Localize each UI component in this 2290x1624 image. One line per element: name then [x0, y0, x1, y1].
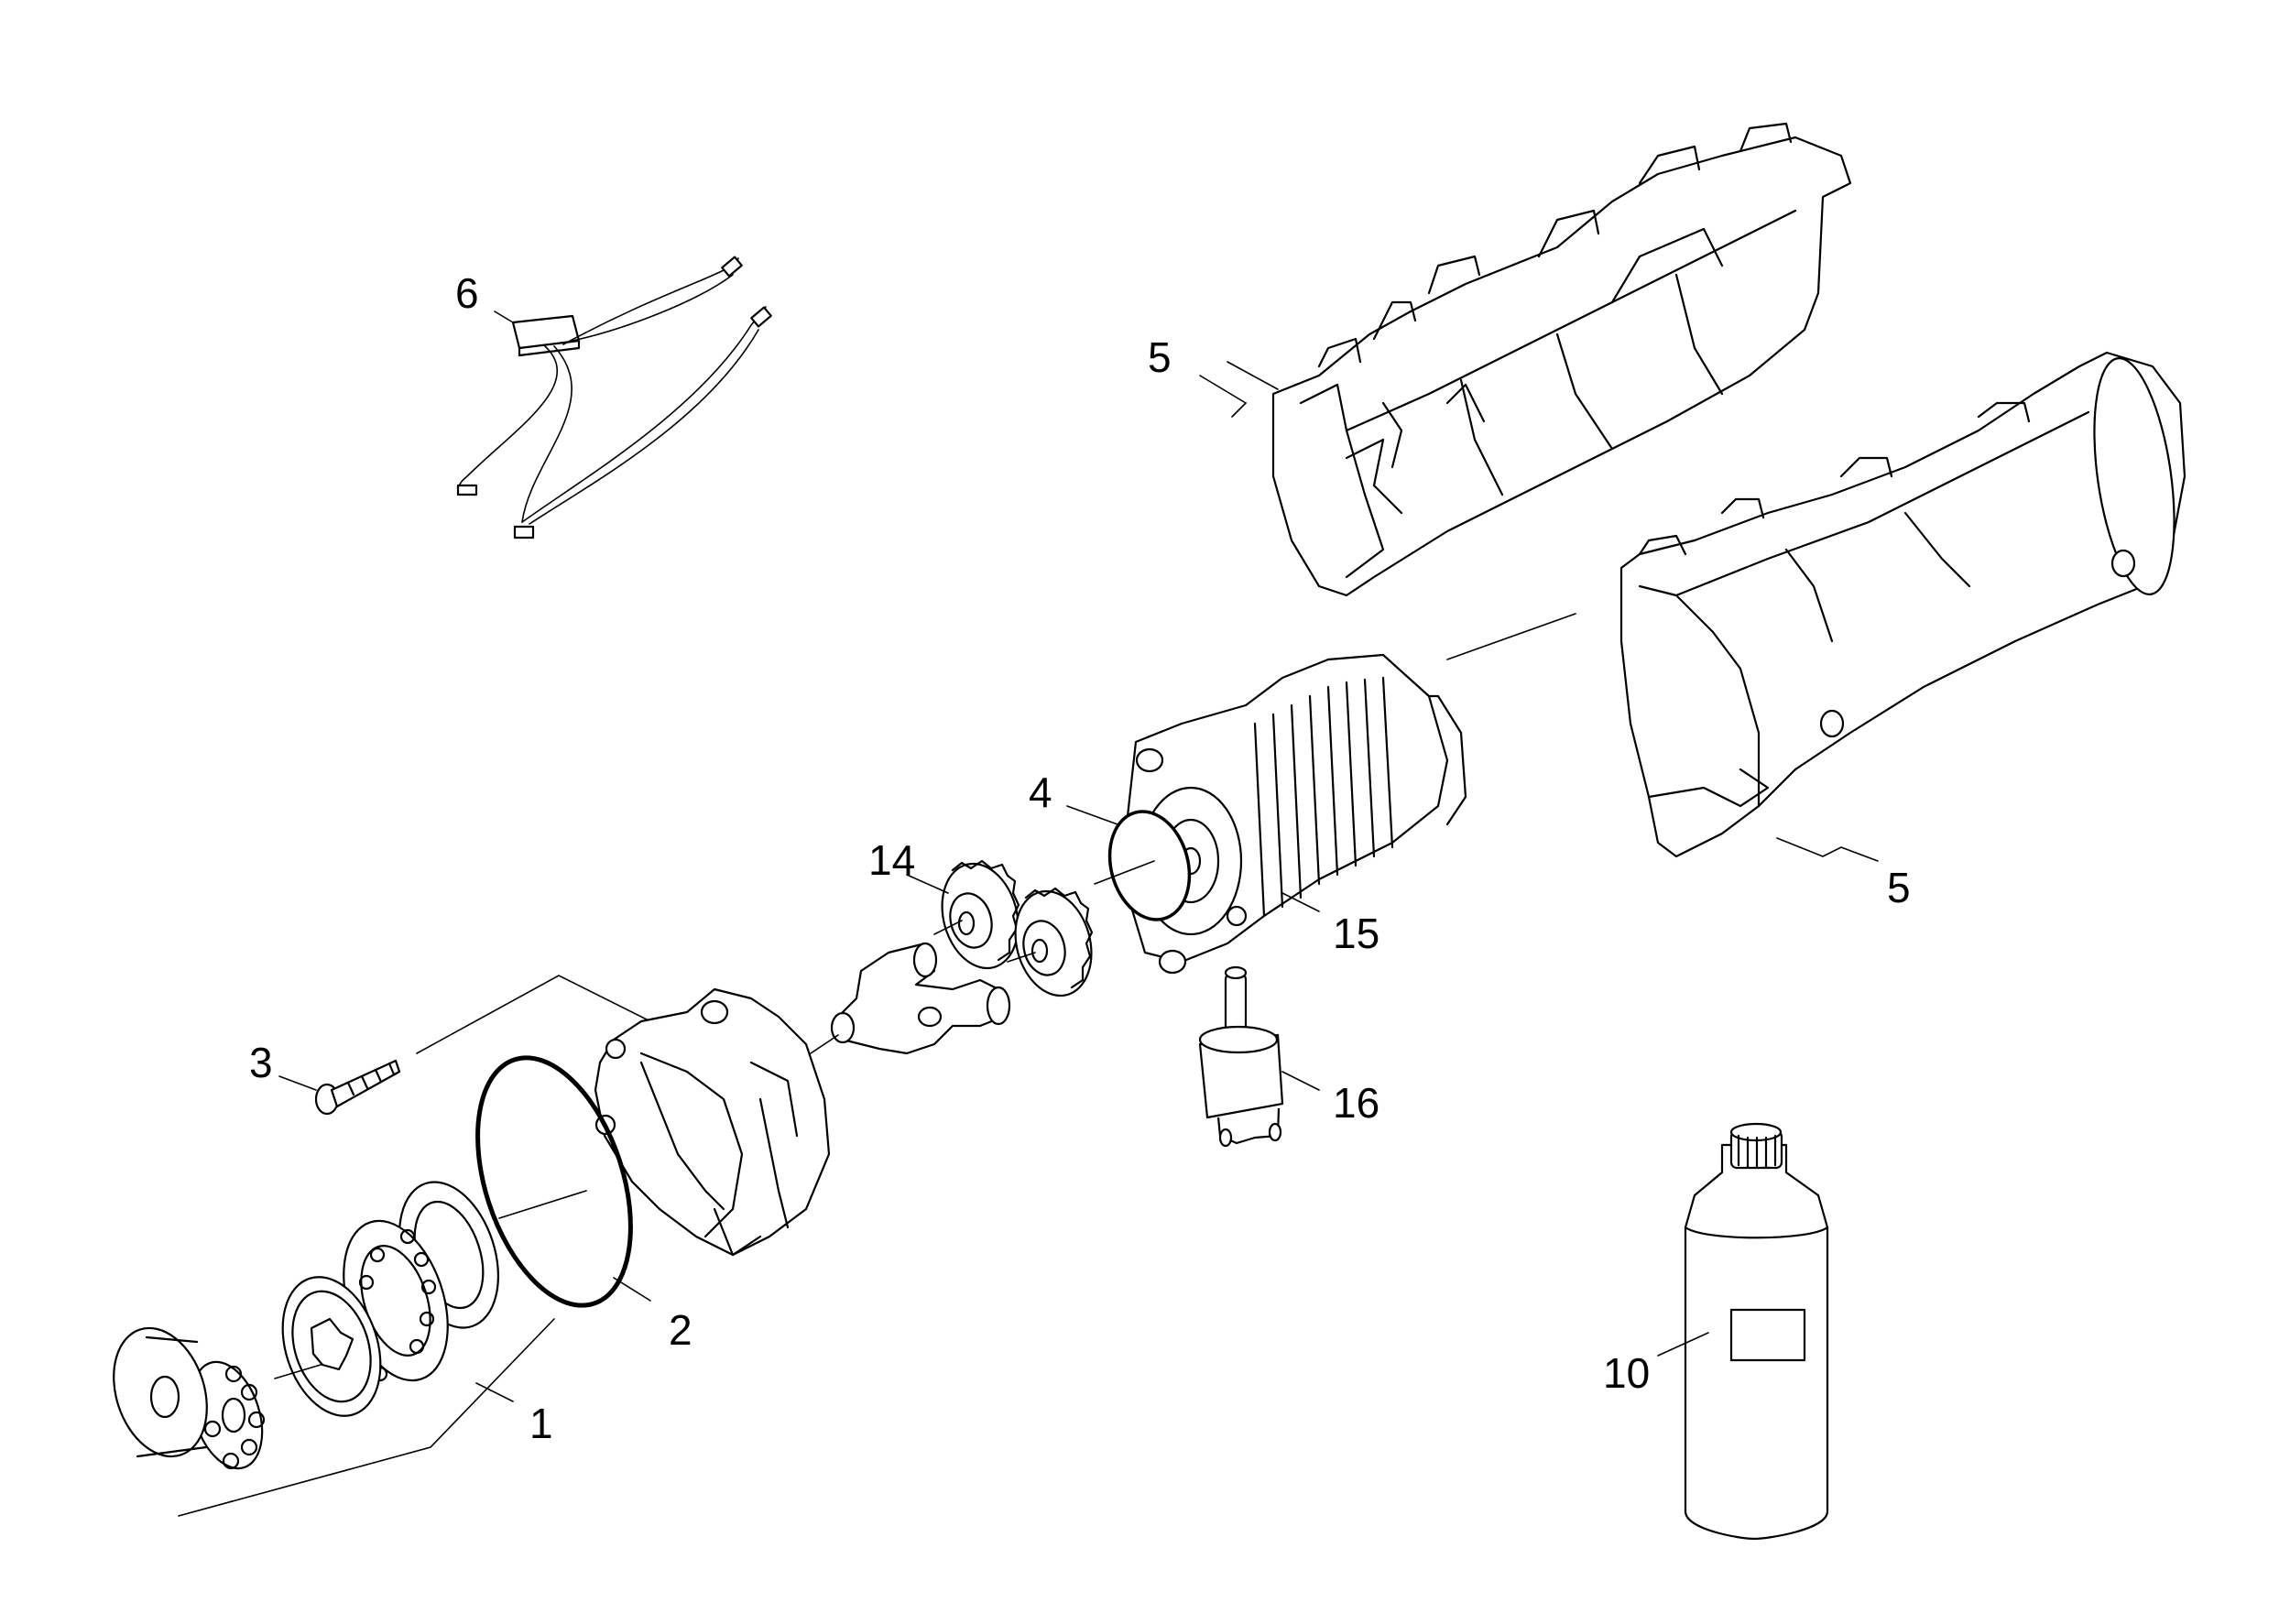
- gear-part: [941, 859, 1020, 970]
- leader-line: [1227, 361, 1279, 390]
- part-number-label: 14: [868, 836, 915, 884]
- part-number-label: 16: [1333, 1079, 1379, 1127]
- part-number-label: 2: [669, 1306, 692, 1354]
- leader-line: [1657, 1332, 1709, 1357]
- assembly-axis-line: [933, 920, 963, 935]
- screw-part: [314, 1059, 401, 1116]
- assembly-axis-line: [810, 1034, 839, 1054]
- assembly-axis-line: [498, 1190, 587, 1219]
- o-ring-part-4: [1107, 810, 1192, 921]
- leader-line: [1199, 375, 1248, 418]
- part-number-label: 3: [249, 1039, 273, 1086]
- assembly-axis-line: [416, 975, 670, 1054]
- leader-line: [1776, 837, 1879, 862]
- part-number-label: 1: [529, 1400, 553, 1447]
- leader-line: [278, 1075, 317, 1091]
- wiring-harness-part: [456, 256, 772, 540]
- part-number-label: 6: [455, 269, 479, 317]
- assembly-axis-line: [274, 1364, 322, 1379]
- eccentric-shaft-part: [830, 942, 1011, 1055]
- part-number-label: 4: [1029, 768, 1052, 816]
- part-number-label: 5: [1148, 333, 1172, 381]
- o-ring-part-2: [475, 1055, 633, 1308]
- part-number-label: 15: [1333, 910, 1379, 957]
- part-number-label: 10: [1603, 1349, 1650, 1397]
- lower-housing-part: [1619, 351, 2186, 858]
- part-number-label: 5: [1887, 864, 1911, 911]
- leader-line: [1281, 892, 1320, 912]
- gear-part: [1014, 887, 1094, 997]
- assembly-axis-line: [1007, 952, 1036, 963]
- leader-line: [475, 1382, 514, 1402]
- upper-housing-part: [1271, 122, 1852, 597]
- leader-line: [1281, 1071, 1320, 1091]
- pump-housing-part: [594, 987, 831, 1257]
- mount-part: [1198, 965, 1284, 1148]
- assembly-axis-line: [1446, 613, 1576, 660]
- kit-bracket-line: [178, 1318, 555, 1517]
- leader-line: [613, 1277, 651, 1302]
- leader-line: [1066, 805, 1118, 825]
- assembly-axis-line: [1094, 860, 1155, 885]
- motor-part: [1125, 653, 1467, 975]
- swash-plate-kit-part: [113, 1181, 499, 1470]
- leader-line: [906, 874, 949, 894]
- oil-bottle-part: [1684, 1122, 1829, 1541]
